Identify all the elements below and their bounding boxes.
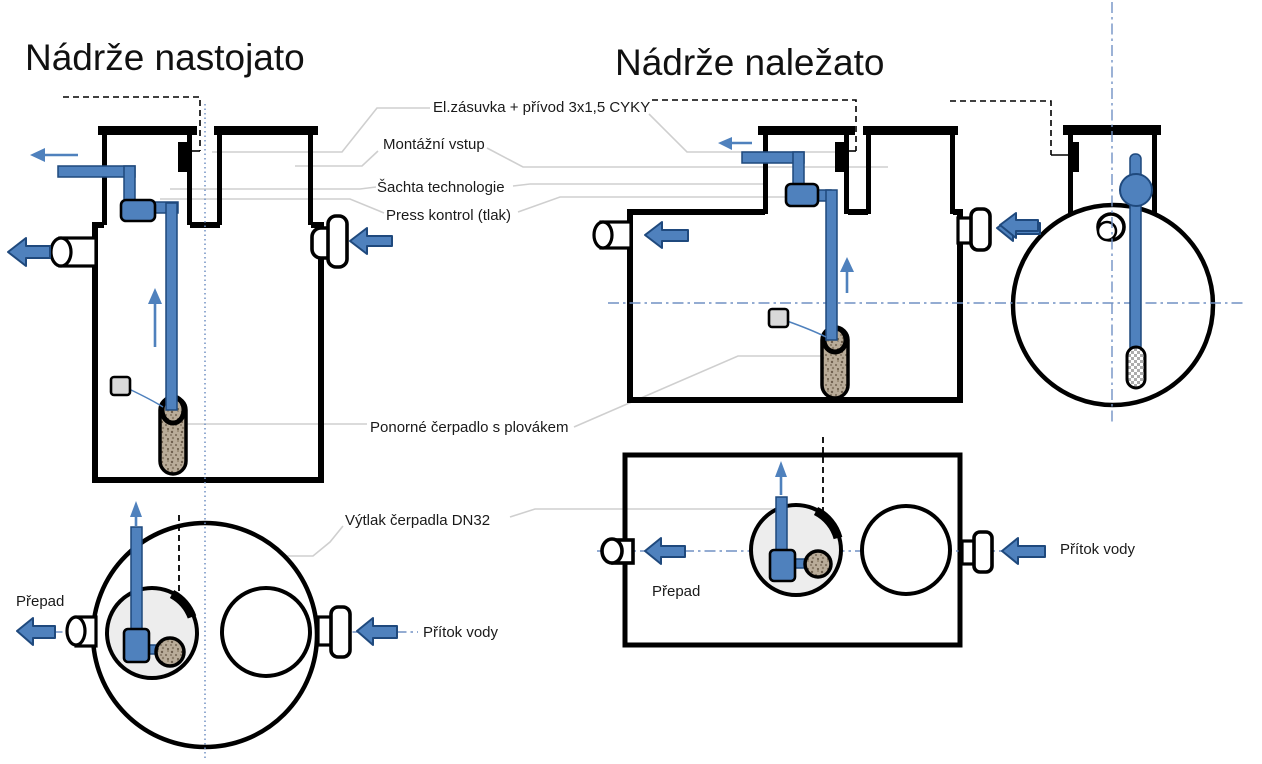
lying-plan-view: [597, 437, 1048, 648]
flow-arrow-left-icon: [30, 148, 45, 162]
text-layer: Nádrže nastojato Nádrže naležato El.zásu…: [16, 37, 1136, 641]
title-lying: Nádrže naležato: [615, 42, 884, 83]
riser-wall: [308, 135, 313, 225]
riser-wall: [844, 135, 849, 214]
label-inflow-standing: Přítok vody: [423, 624, 499, 641]
inflow-arrow-icon: [349, 227, 393, 255]
overflow-arrow-icon: [644, 221, 689, 249]
leader-press-right: [517, 196, 786, 213]
power-socket: [835, 142, 845, 172]
label-overflow-lying: Přepad: [652, 583, 700, 600]
overflow-arrow-icon: [999, 212, 1039, 239]
up-flow-arrow-icon: [775, 461, 787, 477]
pump-plan: [154, 636, 186, 668]
label-inflow-lying: Přítok vody: [1060, 541, 1136, 558]
cable-dashed-right: [652, 99, 857, 151]
leader-press-left: [160, 198, 385, 214]
leader-discharge-right: [509, 508, 774, 518]
leader-shaft-left: [170, 186, 377, 190]
discharge-pipe-plan: [130, 526, 143, 636]
riser-cap: [98, 126, 197, 135]
lying-elevation-mechanicals: [644, 137, 1041, 400]
press-control-unit: [119, 198, 157, 223]
label-overflow-standing: Přepad: [16, 593, 64, 610]
leader-socket-left: [212, 107, 430, 153]
overflow-stub-end: [600, 537, 624, 565]
power-socket: [178, 142, 189, 172]
tank-outline: [627, 209, 963, 403]
overflow-stub-end: [49, 236, 73, 268]
pump-riser-pipe: [165, 202, 178, 411]
cable-dashed-far-right: [950, 100, 1052, 155]
leader-shaft-right: [512, 183, 763, 187]
pump-plan: [803, 549, 833, 579]
cable-dashed-left: [63, 96, 201, 151]
callout-submersible-pump: Ponorné čerpadlo s plovákem: [370, 419, 568, 436]
riser-wall: [187, 135, 192, 225]
power-socket: [1070, 142, 1079, 172]
standing-elevation-view: [7, 126, 393, 483]
overflow-arrow-icon: [7, 237, 51, 267]
standing-plan-view: [16, 501, 418, 750]
ball-check-valve: [1119, 173, 1153, 207]
inlet-pipe-end-inner: [1096, 220, 1118, 242]
riser-wall: [1068, 135, 1073, 215]
up-flow-arrow-icon: [148, 288, 162, 304]
float-cable: [786, 320, 827, 338]
leader-pump-right: [573, 355, 821, 428]
pump-riser-pipe: [825, 189, 838, 341]
lying-end-mechanicals: [999, 153, 1153, 390]
riser-wall: [866, 135, 871, 214]
shaft-lid-mark: [813, 506, 843, 540]
inflow-arrow-icon: [356, 617, 398, 646]
inlet-flange-plan: [329, 605, 352, 659]
inlet-flange: [969, 207, 992, 252]
pump-outlet-block-plan: [122, 627, 151, 664]
tank-end-outline: [1010, 202, 1216, 408]
callout-mounting-entry: Montážní vstup: [383, 136, 485, 153]
riser-cap: [758, 126, 855, 135]
leader-entry-left: [295, 150, 379, 167]
tank-outline: [92, 222, 324, 483]
riser-wall: [102, 135, 107, 225]
up-flow-arrow-icon: [840, 257, 854, 272]
inlet-flange-plan: [972, 530, 994, 574]
up-flow-arrow-icon: [130, 501, 142, 517]
second-riser-plan: [220, 586, 312, 678]
callout-pump-discharge: Výtlak čerpadla DN32: [345, 512, 490, 529]
inlet-flange: [326, 214, 349, 269]
riser-wall: [950, 135, 955, 214]
second-riser-plan: [860, 504, 952, 596]
overflow-arrow-icon: [16, 617, 56, 646]
float-switch: [109, 375, 132, 397]
leader-lines: [63, 96, 1070, 557]
overflow-arrow-icon: [644, 537, 686, 565]
callout-press-control: Press kontrol (tlak): [386, 207, 511, 224]
shaft-lid-mark: [169, 590, 197, 619]
riser-cap: [214, 126, 318, 135]
callout-technology-shaft: Šachta technologie: [377, 179, 505, 196]
float-cable: [128, 388, 164, 408]
lying-elevation-view: [592, 126, 992, 403]
title-standing: Nádrže nastojato: [25, 37, 305, 78]
callout-socket: El.zásuvka + přívod 3x1,5 CYKY: [433, 99, 650, 116]
riser-cap: [863, 126, 958, 135]
riser-cap: [1063, 125, 1161, 135]
discharge-pipe-plan: [775, 496, 788, 556]
lying-end-view: [1010, 125, 1216, 408]
pump-outlet-block-plan: [768, 548, 797, 583]
inflow-arrow-icon: [1001, 537, 1046, 565]
pump-strainer: [1125, 345, 1147, 390]
riser-wall: [763, 135, 768, 214]
riser-wall: [217, 135, 222, 225]
leader-entry-right: [486, 147, 888, 168]
overflow-stub-end: [65, 615, 87, 647]
overflow-stub-end: [592, 220, 614, 250]
float-switch: [767, 307, 790, 329]
press-control-unit: [784, 182, 820, 208]
riser-wall: [1152, 135, 1157, 215]
flow-arrow-left-icon: [718, 137, 732, 150]
